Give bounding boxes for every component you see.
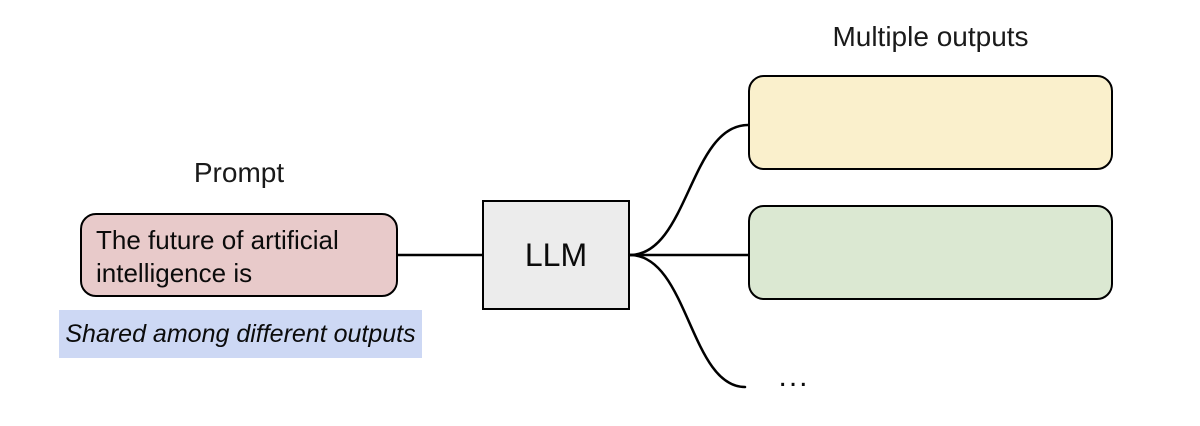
shared-prompt-note-text: Shared among different outputs [65,319,416,348]
multiple-outputs-title: Multiple outputs [832,21,1029,52]
output-box-1 [748,75,1113,170]
llm-label: LLM [524,236,588,273]
shared-prompt-note: Shared among different outputs [59,310,422,358]
llm-to-output1-curve [628,123,750,257]
output-box-2 [748,205,1113,300]
llm-to-more-outputs-curve [628,253,747,389]
prompt-text: The future of artificial intelligence is [96,225,339,288]
llm-box: LLM [482,200,630,310]
prompt-title: Prompt [193,157,285,188]
prompt-box: The future of artificial intelligence is [80,213,398,297]
more-outputs-ellipsis: ... [778,360,810,393]
